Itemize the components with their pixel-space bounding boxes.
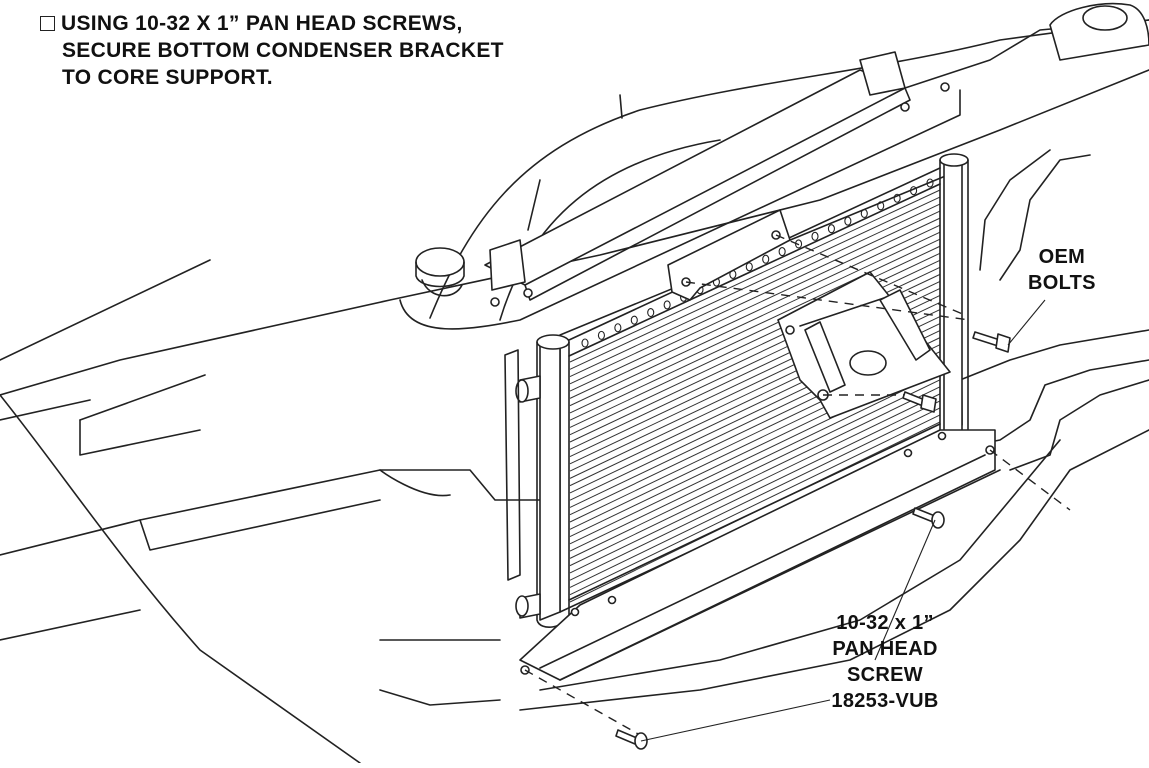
pan-head-screw-icon (912, 507, 945, 529)
instruction-text: USING 10-32 X 1” PAN HEAD SCREWS, SECURE… (40, 10, 504, 91)
radiator-cap (415, 247, 465, 297)
oem-bolt-icon (902, 391, 937, 413)
core-support-outline (0, 19, 1149, 764)
instruction-line-2: SECURE BOTTOM CONDENSER BRACKET (62, 39, 504, 62)
bottom-condenser-bracket (519, 429, 1001, 681)
center-mounting-plate (777, 271, 951, 419)
alignment-guides (524, 234, 1071, 736)
top-condenser-bracket (667, 209, 791, 301)
pan-head-screw-label: 10-32 x 1” PAN HEAD SCREW 18253-VUB (831, 612, 939, 712)
pan-head-screw-icon (615, 729, 648, 750)
radiator-top-tank (399, 19, 1149, 330)
instruction-line-1: USING 10-32 X 1” PAN HEAD SCREWS, (40, 10, 504, 37)
overflow-reservoir (1049, 2, 1149, 61)
checkbox-icon[interactable] (40, 16, 55, 31)
instruction-line-3: TO CORE SUPPORT. (62, 66, 273, 89)
leader-lines (640, 299, 1046, 742)
oem-bolt-icon (972, 331, 1011, 353)
oem-bolts-label: OEM BOLTS (1028, 246, 1096, 294)
